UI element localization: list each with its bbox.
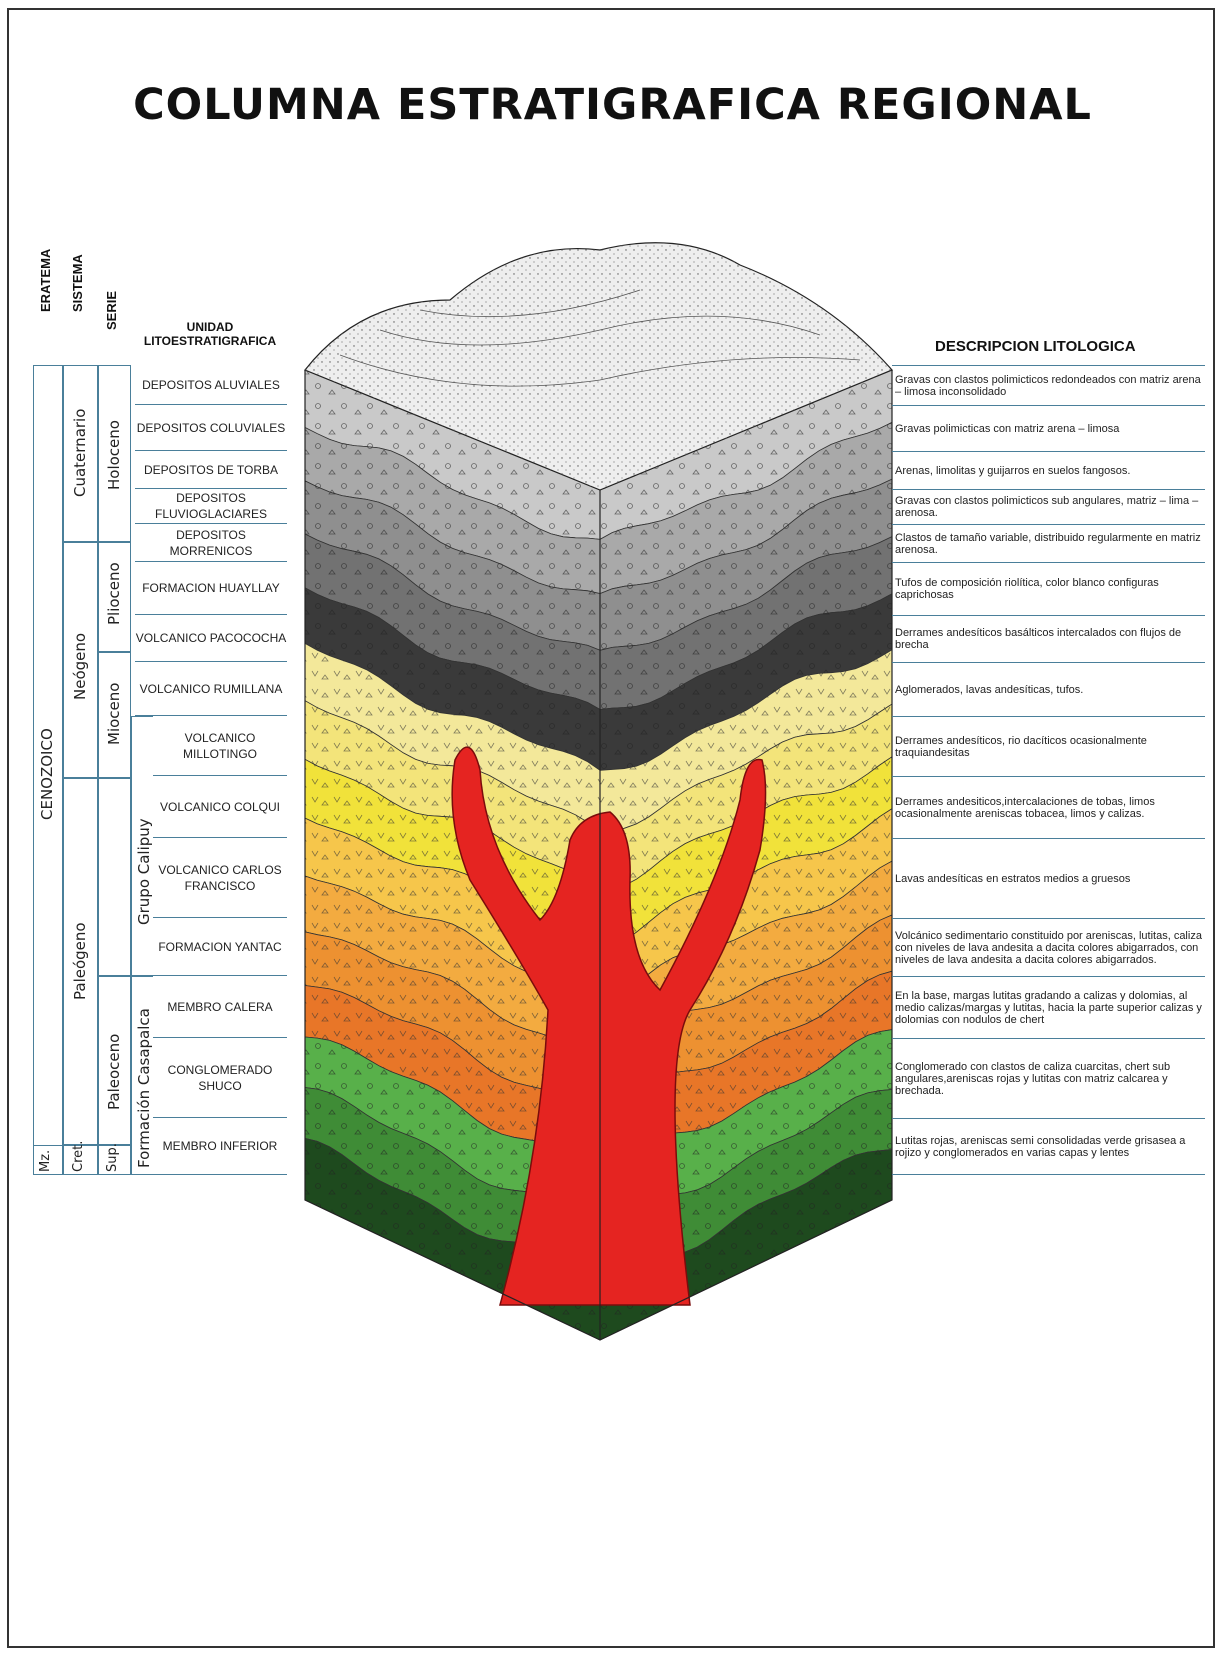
desc-8: Derrames andesíticos, rio dacíticos ocas… <box>892 716 1205 776</box>
desc-0: Gravas con clastos polimicticos redondea… <box>892 365 1205 405</box>
unit-depositos-fluvioglaciares: DEPOSITOS FLUVIOGLACIARES <box>135 489 287 524</box>
desc-10: Lavas andesíticas en estratos medios a g… <box>892 838 1205 918</box>
desc-9: Derrames andesiticos,intercalaciones de … <box>892 776 1205 838</box>
desc-11: Volcánico sedimentario constituido por a… <box>892 918 1205 976</box>
unit-depositos-torba: DEPOSITOS DE TORBA <box>135 451 287 489</box>
unit-volcanico-millotingo: VOLCANICO MILLOTINGO <box>153 716 287 776</box>
unit-formacion-yantac: FORMACION YANTAC <box>153 918 287 976</box>
unit-depositos-morrenicos: DEPOSITOS MORRENICOS <box>135 524 287 562</box>
desc-12: En la base, margas lutitas gradando a ca… <box>892 976 1205 1038</box>
unit-membro-calera: MEMBRO CALERA <box>153 976 287 1038</box>
unit-volcanico-carlos-francisco: VOLCANICO CARLOS FRANCISCO <box>153 838 287 918</box>
desc-3: Gravas con clastos polimicticos sub angu… <box>892 489 1205 524</box>
desc-4: Clastos de tamaño variable, distribuido … <box>892 524 1205 562</box>
desc-2: Arenas, limolitas y guijarros en suelos … <box>892 451 1205 489</box>
desc-1: Gravas polimicticas con matriz arena – l… <box>892 405 1205 451</box>
unit-depositos-coluviales: DEPOSITOS COLUVIALES <box>135 405 287 451</box>
unit-volcanico-pacococha: VOLCANICO PACOCOCHA <box>135 615 287 662</box>
desc-14: Lutitas rojas, areniscas semi consolidad… <box>892 1118 1205 1175</box>
unit-formacion-huayllay: FORMACION HUAYLLAY <box>135 562 287 615</box>
unit-volcanico-rumillana: VOLCANICO RUMILLANA <box>135 662 287 716</box>
desc-5: Tufos de composición riolítica, color bl… <box>892 562 1205 615</box>
unit-volcanico-colqui: VOLCANICO COLQUI <box>153 776 287 838</box>
desc-13: Conglomerado con clastos de caliza cuarc… <box>892 1038 1205 1118</box>
unit-depositos-aluviales: DEPOSITOS ALUVIALES <box>135 365 287 405</box>
desc-6: Derrames andesíticos basálticos intercal… <box>892 615 1205 662</box>
unit-conglomerado-shuco: CONGLOMERADO SHUCO <box>153 1038 287 1118</box>
unit-membro-inferior: MEMBRO INFERIOR <box>153 1118 287 1175</box>
desc-7: Aglomerados, lavas andesíticas, tufos. <box>892 662 1205 716</box>
